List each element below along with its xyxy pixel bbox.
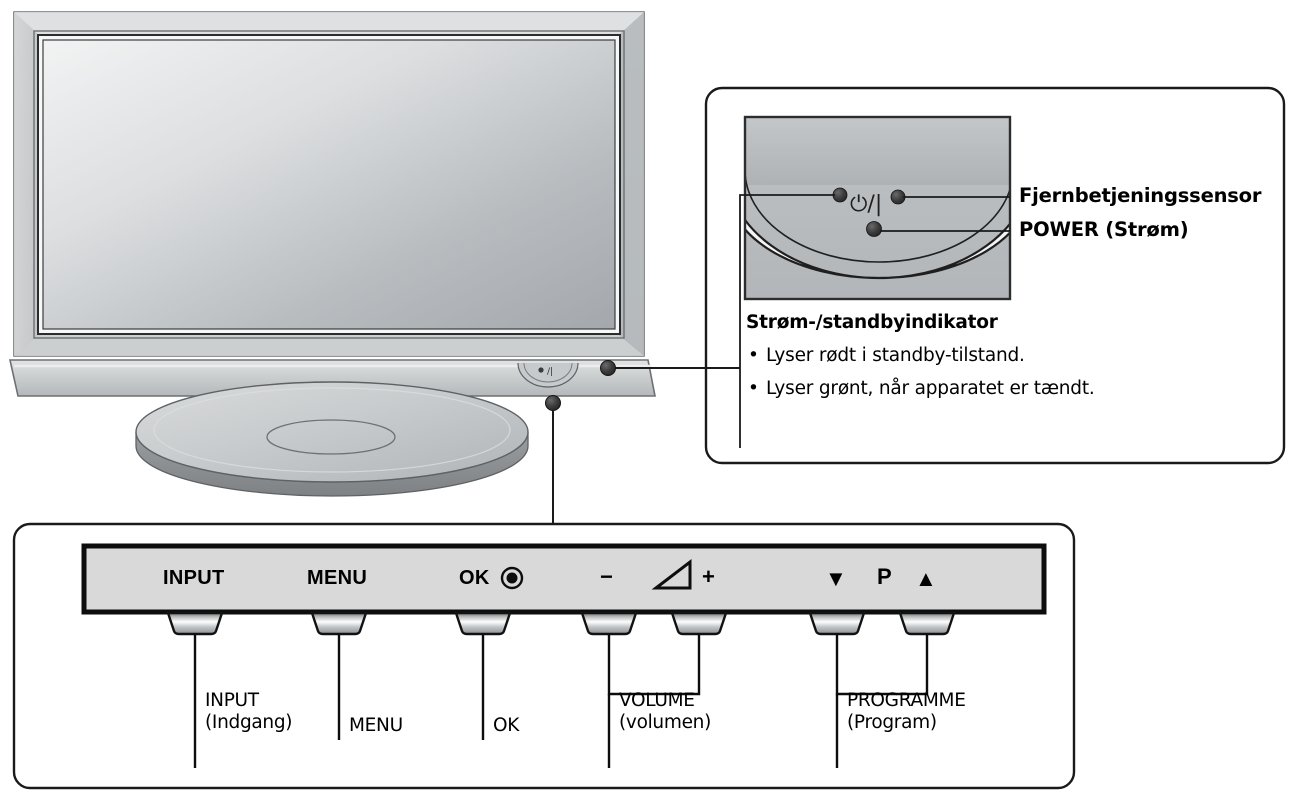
- detail-top-panel: [745, 117, 1010, 185]
- detail-dot-left: [832, 187, 848, 203]
- callout-box: [704, 86, 1286, 465]
- control-panel-strip: [81, 543, 1047, 615]
- tv-stand-neck-collar: [266, 419, 396, 455]
- tv-power-indicator-emblem: /|: [517, 362, 579, 388]
- indicator-bullet-1-glyph: •: [748, 345, 759, 366]
- panel-label-menu[interactable]: MENU: [307, 567, 368, 589]
- indicator-bullet-1: Lyser rødt i standby-tilstand.: [766, 345, 1025, 366]
- panel-symbol-volume-minus[interactable]: −: [600, 564, 613, 589]
- panel-symbol-programme-down[interactable]: ▼: [825, 566, 847, 591]
- detail-dot-power: [866, 221, 882, 237]
- caption-menu-line1: MENU: [349, 715, 403, 736]
- button-tab-volume-down[interactable]: [580, 611, 638, 636]
- panel-symbol-programme-p: P: [877, 564, 892, 589]
- button-tab-volume-up[interactable]: [670, 611, 728, 636]
- power-symbol-icon: ⏻/|: [850, 192, 883, 217]
- panel-symbol-programme-up[interactable]: ▲: [915, 566, 937, 591]
- control-panel-buttons: [166, 611, 956, 636]
- button-tab-ok[interactable]: [454, 611, 512, 636]
- caption-volume-line2: (volumen): [619, 711, 711, 733]
- button-tab-menu[interactable]: [310, 611, 368, 636]
- button-tab-programme-up[interactable]: [898, 611, 956, 636]
- button-tab-programme-down[interactable]: [808, 611, 866, 636]
- caption-programme: PROGRAMME (Program): [847, 690, 966, 734]
- tv-screen: [42, 39, 616, 330]
- connector-dot-sensor: [600, 360, 616, 376]
- caption-ok-line1: OK: [493, 715, 520, 736]
- button-tab-input[interactable]: [166, 611, 224, 636]
- label-remote-sensor: Fjernbetjeningssensor: [1019, 184, 1262, 207]
- detail-arc-inner: [745, 169, 1010, 263]
- connector-dot-panel: [545, 395, 561, 411]
- volume-wedge-icon: [651, 558, 692, 590]
- caption-ok: OK: [493, 715, 519, 737]
- tv-base-bar: [9, 359, 656, 397]
- leader-lines: [545, 360, 706, 524]
- label-power: POWER (Strøm): [1019, 218, 1189, 241]
- caption-leaders: [193, 634, 929, 768]
- caption-volume-line1: VOLUME: [619, 690, 695, 711]
- caption-input-line2: (Indgang): [205, 711, 293, 733]
- tv-illustration: /|: [9, 11, 656, 497]
- caption-input-line1: INPUT: [205, 690, 259, 711]
- ok-dot-icon-ring: [500, 566, 524, 590]
- svg-text:/|: /|: [547, 367, 553, 377]
- ok-dot-icon-core: [506, 572, 518, 584]
- caption-programme-line2: (Program): [847, 711, 937, 733]
- detail-frame: [743, 115, 1012, 301]
- caption-volume: VOLUME (volumen): [619, 690, 711, 734]
- indicator-title: Strøm-/standbyindikator: [746, 312, 998, 333]
- tv-stand-disc-top: [135, 381, 529, 483]
- control-panel-box: [12, 522, 1076, 790]
- detail-arc-band: [745, 217, 1010, 280]
- indicator-bullet-2-glyph: •: [748, 378, 759, 399]
- tv-screen-frame: [33, 30, 625, 339]
- caption-programme-line1: PROGRAMME: [847, 690, 966, 711]
- caption-menu: MENU: [349, 715, 403, 737]
- panel-label-input[interactable]: INPUT: [163, 567, 225, 589]
- detail-dot-sensor: [890, 189, 906, 205]
- caption-input: INPUT (Indgang): [205, 690, 293, 734]
- tv-stand-disc-inner-sheen: [153, 387, 511, 473]
- panel-label-ok[interactable]: OK: [459, 567, 490, 589]
- indicator-bullet-2: Lyser grønt, når apparatet er tændt.: [766, 378, 1095, 399]
- panel-symbol-volume-plus[interactable]: +: [702, 564, 715, 589]
